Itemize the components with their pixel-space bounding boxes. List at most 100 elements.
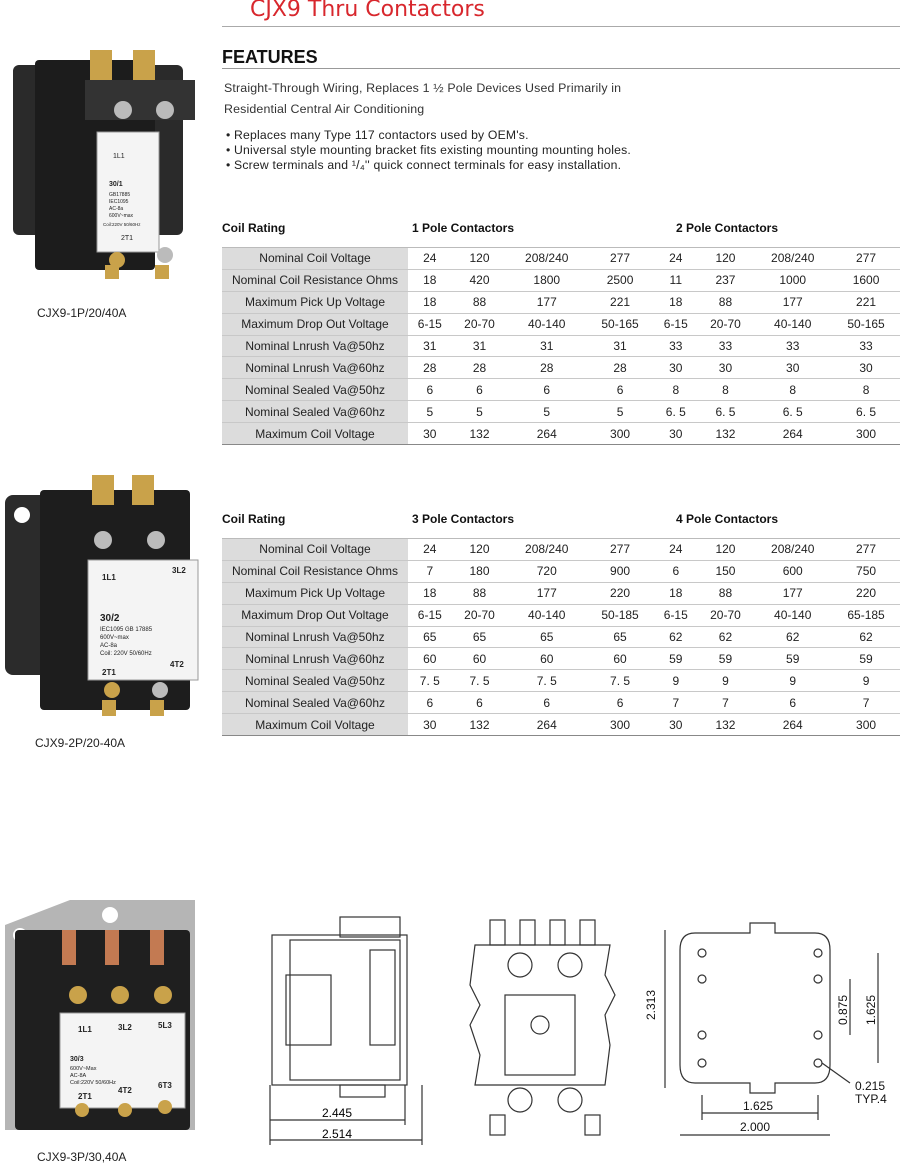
table-cell: 50-165 (832, 313, 900, 336)
table-cell: 6 (653, 560, 698, 583)
table-cell: 62 (697, 626, 754, 649)
table-cell: 177 (753, 291, 833, 314)
table-cell: 120 (451, 247, 508, 270)
plate-line: AC-8a (109, 206, 123, 212)
row-label: Nominal Sealed Va@50hz (222, 669, 408, 693)
table-cell: 6-15 (653, 604, 698, 627)
table-cell: 50-165 (586, 313, 654, 336)
contactor-3p-photo: 1L1 3L2 5L3 30/3 600V~Max AC-8A Coil:220… (5, 900, 195, 1130)
table-cell: 60 (408, 647, 452, 671)
table-cell: 7 (832, 691, 900, 715)
table-cell: 30 (653, 713, 698, 737)
bottom-view-drawing (664, 922, 879, 1136)
plate-line: IEC1095 GB 17885 (100, 627, 153, 633)
table-cell: 6. 5 (753, 400, 833, 424)
plate-model: 30/2 (100, 613, 120, 624)
row-label: Maximum Pick Up Voltage (222, 582, 408, 605)
table-cell: 30 (753, 356, 833, 380)
plate-terminal-label: 5L3 (158, 1021, 172, 1030)
table-cell: 62 (653, 626, 698, 649)
table-cell: 20-70 (451, 313, 508, 336)
table-cell: 264 (507, 422, 587, 446)
table-cell: 60 (586, 647, 654, 671)
table-cell: 65 (451, 626, 508, 649)
table-cell: 40-140 (753, 604, 833, 627)
row-label: Nominal Lnrush Va@60hz (222, 647, 408, 671)
table-cell: 9 (697, 669, 754, 693)
table-cell: 18 (408, 269, 452, 292)
features-heading: FEATURES (222, 47, 318, 67)
table-cell: 18 (653, 291, 698, 314)
table-cell: 220 (832, 582, 900, 605)
table-cell: 33 (697, 335, 754, 358)
row-label: Maximum Coil Voltage (222, 422, 408, 446)
table-cell: 6 (408, 691, 452, 715)
contactor-1p-photo: 1L1 30/1 GB17885 IEC1095 AC-8a 600V~max … (13, 50, 195, 279)
contactor-2p-photo: 1L1 3L2 30/2 IEC1095 GB 17885 600V~max A… (5, 475, 199, 716)
plate-line: GB17885 (109, 192, 130, 198)
intro-line-2: Residential Central Air Conditioning (224, 102, 425, 116)
table-cell: 24 (408, 538, 452, 561)
page-title: CJX9 Thru Contactors (250, 0, 485, 22)
table-cell: 8 (697, 378, 754, 402)
table-cell: 5 (586, 400, 654, 424)
table-cell: 6 (507, 378, 587, 402)
table-cell: 9 (832, 669, 900, 693)
table-cell: 20-70 (697, 604, 754, 627)
table-cell: 28 (451, 356, 508, 380)
table-cell: 65 (408, 626, 452, 649)
table-cell: 6 (753, 691, 833, 715)
table-cell: 33 (832, 335, 900, 358)
group-b-heading: 2 Pole Contactors (676, 221, 779, 235)
coil-rating-label: Coil Rating (222, 512, 286, 526)
table-cell: 8 (753, 378, 833, 402)
table-cell: 264 (753, 422, 833, 446)
dim-side-inner: 2.445 (322, 1106, 352, 1120)
table-cell: 7 (653, 691, 698, 715)
table-cell: 6. 5 (832, 400, 900, 424)
table-cell: 9 (753, 669, 833, 693)
feature-bullet: • Universal style mounting bracket fits … (226, 143, 631, 157)
table-cell: 120 (697, 538, 754, 561)
table-cell: 18 (408, 291, 452, 314)
table-cell: 6 (408, 378, 452, 402)
table-cell: 6-15 (408, 313, 452, 336)
plate-model: 30/1 (109, 181, 123, 188)
product-caption: CJX9-2P/20-40A (35, 736, 126, 750)
group-b-heading: 4 Pole Contactors (676, 512, 779, 526)
dim-inner-vertical: 0.875 (836, 995, 850, 1025)
table-cell: 177 (507, 291, 587, 314)
plate-line: 600V~Max (70, 1066, 97, 1072)
table-cell: 40-140 (753, 313, 833, 336)
table-cell: 6. 5 (653, 400, 698, 424)
dim-bottom-inner: 1.625 (743, 1099, 773, 1113)
dim-hole: 0.215 (855, 1079, 885, 1093)
table-cell: 59 (753, 647, 833, 671)
row-label: Nominal Coil Voltage (222, 247, 408, 270)
table-cell: 33 (753, 335, 833, 358)
table-cell: 11 (653, 269, 698, 292)
table-cell: 18 (408, 582, 452, 605)
table-cell: 8 (832, 378, 900, 402)
table-cell: 6 (586, 691, 654, 715)
plate-terminal-label: 2T1 (121, 235, 133, 242)
plate-line: IEC1095 (109, 199, 129, 205)
table-cell: 24 (408, 247, 452, 270)
row-label: Maximum Drop Out Voltage (222, 604, 408, 627)
plate-line: AC-8a (100, 643, 118, 649)
table-cell: 7. 5 (451, 669, 508, 693)
table-cell: 65 (507, 626, 587, 649)
table-cell: 30 (653, 422, 698, 446)
plate-terminal-label: 4T2 (118, 1086, 132, 1095)
